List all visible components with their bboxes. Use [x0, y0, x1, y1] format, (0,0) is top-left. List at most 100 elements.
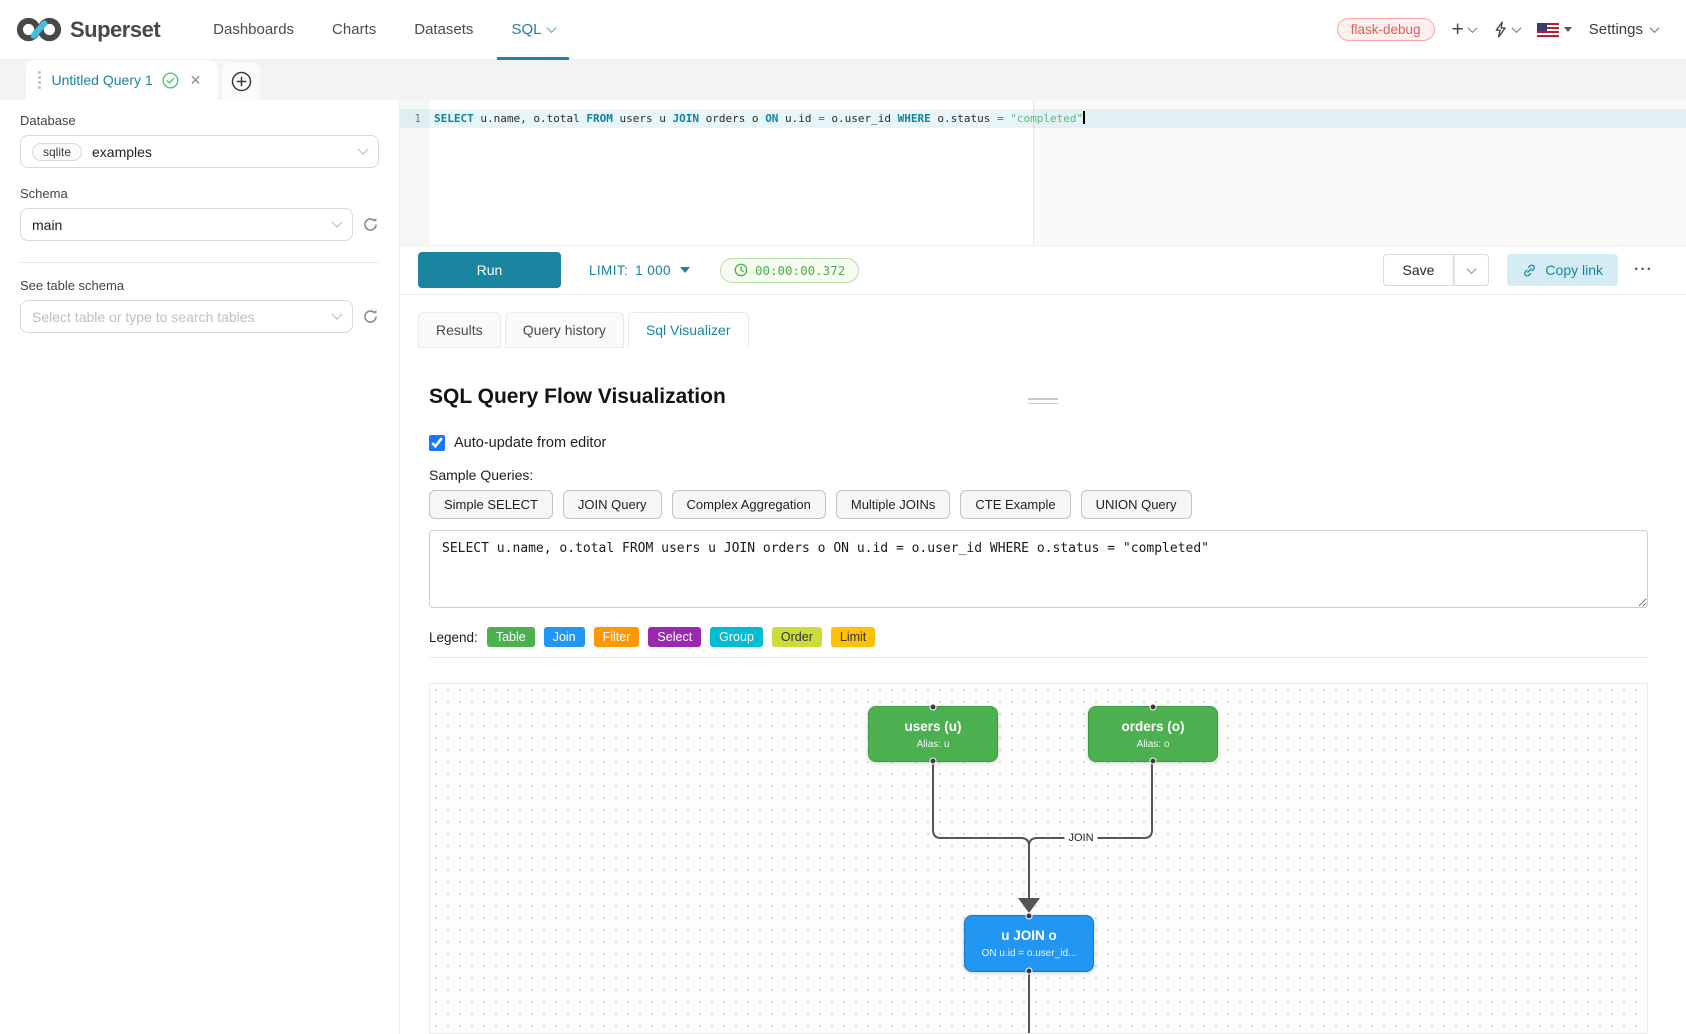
query-tab-strip: Untitled Query 1 ✕ [0, 60, 1686, 100]
flow-node-title: u JOIN o [1001, 928, 1057, 943]
close-icon[interactable]: ✕ [189, 71, 202, 88]
sample-query-button-simple-select[interactable]: Simple SELECT [429, 490, 553, 519]
auto-update-label: Auto-update from editor [454, 435, 607, 451]
sql-code-line[interactable]: SELECT u.name, o.total FROM users u JOIN… [430, 109, 1686, 128]
nav-item-label: SQL [511, 21, 542, 38]
table-select-placeholder: Select table or type to search tables [32, 308, 255, 325]
query-input[interactable]: SELECT u.name, o.total FROM users u JOIN… [429, 530, 1648, 608]
superset-logo[interactable]: Superset [16, 15, 161, 44]
node-handle-bottom[interactable] [1025, 967, 1033, 975]
superset-infinity-icon [16, 17, 62, 42]
flow-node-orders[interactable]: orders (o)Alias: o [1088, 703, 1218, 765]
node-handle-top[interactable] [929, 703, 937, 711]
nav-item-dashboards[interactable]: Dashboards [194, 0, 313, 60]
sql-editor[interactable]: 1 SELECT u.name, o.total FROM users u JO… [400, 100, 1686, 245]
timer-value: 00:00:00.372 [754, 262, 846, 278]
new-item-dropdown[interactable]: + [1452, 19, 1478, 40]
settings-menu[interactable]: Settings [1589, 21, 1660, 38]
node-handle-bottom[interactable] [929, 757, 937, 765]
chevron-down-icon [331, 216, 343, 228]
sql-token: WHERE [897, 112, 931, 125]
table-select[interactable]: Select table or type to search tables [20, 300, 353, 333]
sample-query-buttons: Simple SELECT JOIN Query Complex Aggregati… [429, 490, 1648, 519]
node-handle-top[interactable] [1025, 912, 1033, 920]
limit-dropdown[interactable]: LIMIT: 1 000 [589, 263, 690, 278]
run-button[interactable]: Run [418, 252, 561, 288]
tab-query-history[interactable]: Query history [504, 312, 624, 348]
flow-node-title: orders (o) [1121, 718, 1185, 734]
copy-link-label: Copy link [1545, 262, 1604, 278]
auto-update-row: Auto-update from editor [429, 435, 1648, 451]
streaming-dropdown[interactable] [1493, 21, 1522, 38]
nav-item-sql[interactable]: SQL [492, 0, 574, 60]
sql-token: users u [612, 112, 673, 125]
chevron-down-icon [357, 143, 369, 155]
save-button[interactable]: Save [1382, 254, 1455, 286]
flow-edges [932, 764, 1153, 1033]
sql-token: ON [765, 112, 779, 125]
sample-query-button-multiple-joins[interactable]: Multiple JOINs [835, 490, 951, 519]
flow-node-join[interactable]: u JOIN o ON u.id = o.user_id... [964, 912, 1094, 975]
caret-down-icon [679, 267, 690, 273]
nav-item-datasets[interactable]: Datasets [395, 0, 492, 60]
chevron-down-icon [547, 23, 557, 34]
sqllab-sidebar: Database sqlite examples Schema main See… [0, 100, 400, 1034]
sql-token: "completed" [1003, 112, 1084, 125]
lightning-icon [1495, 21, 1506, 38]
flow-node-subtitle: Alias: u [916, 738, 950, 750]
text-cursor [1083, 111, 1085, 124]
editor-active-line [400, 109, 1686, 128]
legend-badge-select: Select [648, 627, 702, 647]
query-tab-untitled-query-1[interactable]: Untitled Query 1 ✕ [26, 60, 219, 100]
tab-results[interactable]: Results [418, 312, 501, 348]
save-dropdown-button[interactable] [1454, 254, 1490, 286]
language-dropdown[interactable] [1536, 22, 1572, 37]
sample-query-button-cte-example[interactable]: CTE Example [960, 490, 1071, 519]
node-handle-bottom[interactable] [1149, 757, 1157, 765]
tab-sql-visualizer[interactable]: Sql Visualizer [627, 312, 749, 348]
sql-visualizer-panel: SQL Query Flow Visualization Auto-update… [400, 385, 1686, 1034]
sql-token: = [997, 112, 1004, 125]
flow-node-title: users (u) [904, 718, 962, 734]
auto-update-checkbox[interactable] [429, 435, 445, 451]
sample-query-button-complex-aggregation[interactable]: Complex Aggregation [671, 490, 826, 519]
page-title: SQL Query Flow Visualization [429, 385, 726, 408]
editor-print-margin-line [1033, 100, 1034, 245]
sample-queries-label: Sample Queries: [429, 467, 534, 483]
node-handle-top[interactable] [1149, 703, 1157, 711]
chevron-down-icon [331, 308, 343, 320]
sample-query-button-join-query[interactable]: JOIN Query [562, 490, 662, 519]
database-engine-pill: sqlite [32, 142, 83, 161]
more-actions-button[interactable]: ··· [1634, 261, 1653, 278]
sample-query-button-union-query[interactable]: UNION Query [1080, 490, 1192, 519]
sql-token: u.id [778, 112, 819, 125]
schema-select[interactable]: main [20, 208, 353, 241]
legend-label: Legend: [429, 629, 478, 645]
legend-badge-join: Join [543, 627, 585, 647]
divider [429, 657, 1648, 658]
drag-handle-icon[interactable] [38, 71, 43, 89]
refresh-icon[interactable] [362, 308, 379, 325]
nav-item-charts[interactable]: Charts [313, 0, 395, 60]
sql-token: orders o [698, 112, 766, 125]
query-timer: 00:00:00.372 [719, 257, 860, 283]
refresh-icon[interactable] [362, 216, 379, 233]
sql-token: JOIN [672, 112, 699, 125]
query-tab-label: Untitled Query 1 [51, 72, 153, 88]
panel-resize-handle[interactable] [1028, 398, 1058, 407]
flow-node-subtitle: ON u.id = o.user_id... [981, 948, 1077, 959]
sidebar-divider [20, 262, 379, 263]
legend-badge-table: Table [486, 627, 535, 647]
table-schema-label: See table schema [20, 278, 125, 293]
add-query-tab-button[interactable] [222, 63, 261, 100]
flow-node-users[interactable]: users (u) Alias: u [868, 703, 998, 765]
sql-workarea: 1 SELECT u.name, o.total FROM users u JO… [400, 100, 1686, 1034]
copy-link-button[interactable]: Copy link [1507, 254, 1619, 286]
brand-name: Superset [70, 16, 161, 42]
database-select[interactable]: sqlite examples [20, 135, 379, 168]
environment-badge: flask-debug [1336, 18, 1435, 41]
